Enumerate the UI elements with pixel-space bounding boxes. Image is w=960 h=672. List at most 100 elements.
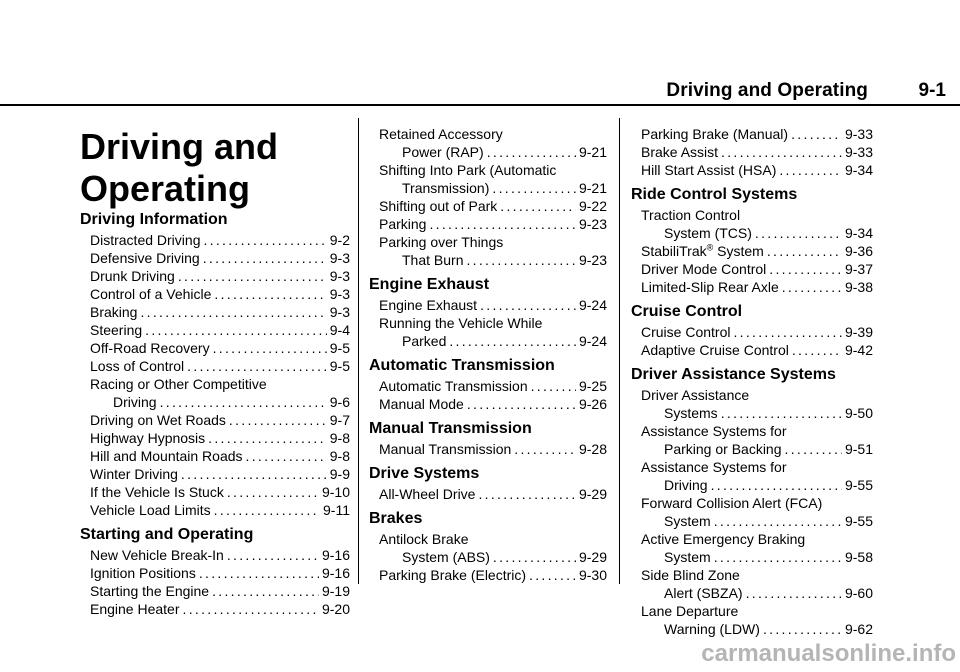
- dot-leader: [791, 125, 842, 143]
- dot-leader: [160, 393, 327, 411]
- dot-leader: [711, 476, 842, 494]
- toc-entry[interactable]: Distracted Driving9-2: [80, 231, 350, 249]
- toc-entry[interactable]: Control of a Vehicle9-3: [80, 285, 350, 303]
- toc-entry-page: 9-11: [323, 502, 350, 518]
- toc-entry-title: All-Wheel Drive: [379, 485, 475, 503]
- toc-entry-text: Ignition Positions: [90, 565, 196, 581]
- toc-entry-page: 9-5: [329, 340, 350, 356]
- toc-entry[interactable]: Drunk Driving9-3: [80, 267, 350, 285]
- toc-entry-title: System: [664, 548, 711, 566]
- toc-entry[interactable]: Steering9-4: [80, 321, 350, 339]
- section-heading: Starting and Operating: [80, 526, 254, 543]
- toc-entry-text: If the Vehicle Is Stuck: [90, 484, 224, 500]
- toc-entry[interactable]: Forward Collision Alert (FCA)System9-55: [631, 494, 873, 530]
- toc-entry[interactable]: Highway Hypnosis9-8: [80, 429, 350, 447]
- toc-entry[interactable]: Parking9-23: [369, 215, 607, 233]
- toc-entry[interactable]: Driver AssistanceSystems9-50: [631, 386, 873, 422]
- toc-entry-text: Engine Exhaust: [379, 297, 478, 313]
- toc-entry-page: 9-22: [578, 198, 607, 214]
- toc-entry[interactable]: If the Vehicle Is Stuck9-10: [80, 483, 350, 501]
- toc-entry[interactable]: Defensive Driving9-3: [80, 249, 350, 267]
- toc-entry[interactable]: Limited-Slip Rear Axle9-38: [631, 278, 873, 296]
- toc-entry[interactable]: Manual Transmission9-28: [369, 440, 607, 458]
- header-rule: [0, 104, 960, 106]
- toc-entry-text: Manual Mode: [379, 396, 464, 412]
- toc-entry[interactable]: StabiliTrak® System9-36: [631, 242, 873, 260]
- toc-entry[interactable]: Engine Exhaust9-24: [369, 296, 607, 314]
- toc-entry[interactable]: All-Wheel Drive9-29: [369, 485, 607, 503]
- toc-entry-title-line: Retained Accessory: [379, 126, 503, 142]
- toc-entry[interactable]: Starting the Engine9-19: [80, 582, 350, 600]
- toc-entry[interactable]: Hill and Mountain Roads9-8: [80, 447, 350, 465]
- toc-entry-page: 9-16: [321, 565, 350, 581]
- toc-entry[interactable]: New Vehicle Break-In9-16: [80, 546, 350, 564]
- toc-entry-page: 9-37: [844, 261, 873, 277]
- dot-leader: [229, 411, 327, 429]
- toc-entry-page: 9-23: [578, 252, 607, 268]
- dot-leader: [227, 546, 319, 564]
- toc-entry[interactable]: Racing or Other CompetitiveDriving9-6: [80, 375, 350, 411]
- toc-entry[interactable]: Automatic Transmission9-25: [369, 377, 607, 395]
- toc-entry-page: 9-26: [578, 396, 607, 412]
- toc-entry[interactable]: Off-Road Recovery 9-5: [80, 339, 350, 357]
- dot-leader: [763, 620, 842, 638]
- toc-entry-text: Transmission): [402, 180, 490, 196]
- toc-entry-text: Winter Driving: [90, 466, 178, 482]
- toc-entry-text: Braking: [90, 304, 138, 320]
- toc-entry[interactable]: Winter Driving9-9: [80, 465, 350, 483]
- dot-leader: [203, 249, 327, 267]
- toc-entry[interactable]: Running the Vehicle WhileParked9-24: [369, 314, 607, 350]
- toc-entry-title: Steering: [90, 321, 142, 339]
- dot-leader: [514, 440, 576, 458]
- dot-leader: [500, 197, 576, 215]
- dot-leader: [714, 512, 842, 530]
- toc-entry[interactable]: Ignition Positions 9-16: [80, 564, 350, 582]
- toc-entry-page: 9-5: [329, 358, 350, 374]
- toc-entry-text: Power (RAP): [402, 144, 484, 160]
- dot-leader: [755, 224, 842, 242]
- chapter-title-line-2: Operating: [80, 168, 251, 209]
- toc-entry-text: Highway Hypnosis: [90, 430, 206, 446]
- toc-entry-page: 9-36: [844, 243, 873, 259]
- toc-entry[interactable]: Parking Brake (Electric)9-30: [369, 566, 607, 584]
- toc-entry[interactable]: Vehicle Load Limits9-11: [80, 501, 350, 519]
- toc-entry[interactable]: Adaptive Cruise Control9-42: [631, 341, 873, 359]
- toc-entry[interactable]: Parking Brake (Manual)9-33: [631, 125, 873, 143]
- toc-entry-title: Shifting out of Park: [379, 197, 497, 215]
- toc-entry-title: Off-Road Recovery: [90, 339, 210, 357]
- toc-entry[interactable]: Active Emergency BrakingSystem9-58: [631, 530, 873, 566]
- toc-entry-title: Manual Mode: [379, 395, 464, 413]
- toc-entry-text: All-Wheel Drive: [379, 486, 476, 502]
- toc-entry-text: Brake Assist: [641, 144, 719, 160]
- toc-entry[interactable]: Assistance Systems forDriving9-55: [631, 458, 873, 494]
- toc-entry[interactable]: Hill Start Assist (HSA)9-34: [631, 161, 873, 179]
- toc-entry-page: 9-62: [844, 621, 873, 637]
- toc-entry[interactable]: Cruise Control9-39: [631, 323, 873, 341]
- dot-leader: [733, 323, 841, 341]
- toc-entry-page: 9-3: [329, 250, 350, 266]
- toc-entry[interactable]: Manual Mode 9-26: [369, 395, 607, 413]
- toc-entry[interactable]: Shifting out of Park 9-22: [369, 197, 607, 215]
- section-heading: Engine Exhaust: [369, 276, 490, 293]
- toc-entry[interactable]: Driving on Wet Roads9-7: [80, 411, 350, 429]
- toc-entry-title: Manual Transmission: [379, 440, 511, 458]
- dot-leader: [145, 321, 327, 339]
- toc-entry[interactable]: Loss of Control9-5: [80, 357, 350, 375]
- toc-entry-page: 9-3: [329, 304, 350, 320]
- toc-entry-title: Ignition Positions: [90, 564, 196, 582]
- toc-entry-title: Cruise Control: [641, 323, 730, 341]
- toc-entry-title: System (TCS): [664, 224, 752, 242]
- toc-entry[interactable]: Brake Assist9-33: [631, 143, 873, 161]
- toc-entry[interactable]: Driver Mode Control9-37: [631, 260, 873, 278]
- toc-entry[interactable]: Braking 9-3: [80, 303, 350, 321]
- toc-entry[interactable]: Engine Heater9-20: [80, 600, 350, 618]
